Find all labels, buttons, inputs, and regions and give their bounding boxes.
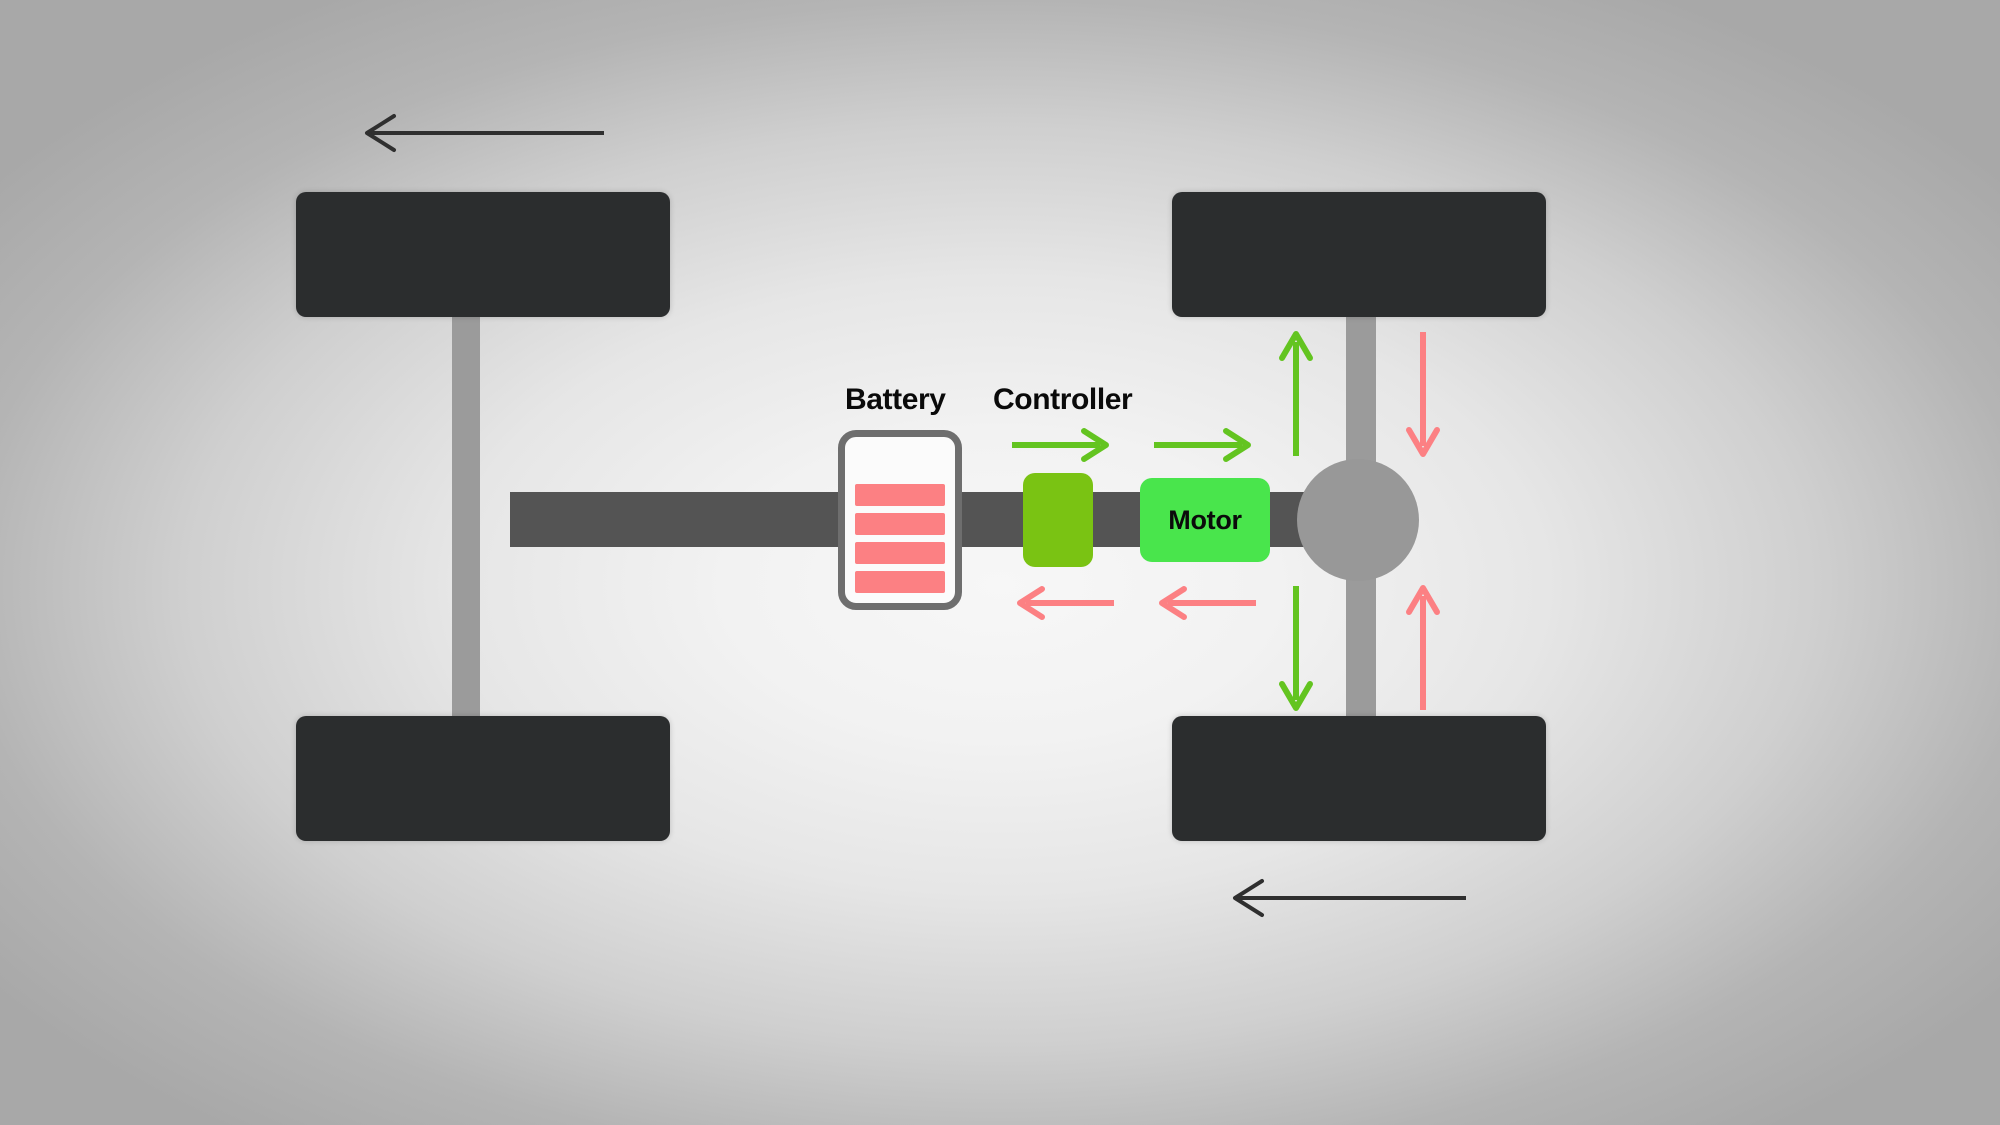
differential-gear (1297, 459, 1419, 581)
red-arrow-axle-down (1406, 332, 1440, 457)
direction-arrow-top-left (365, 114, 604, 152)
battery-cell (855, 513, 945, 535)
red-arrow-controller-to-battery (1017, 586, 1114, 620)
rear-right-wheel (1172, 716, 1546, 841)
controller-caption: Controller (993, 383, 1133, 416)
battery-cell (855, 571, 945, 593)
front-left-wheel (296, 192, 670, 317)
green-arrow-axle-down (1279, 586, 1313, 711)
green-arrow-battery-to-controller (1012, 428, 1109, 462)
controller-block (1023, 473, 1093, 567)
red-arrow-motor-to-controller (1159, 586, 1256, 620)
red-arrow-axle-up (1406, 585, 1440, 710)
battery-pack (838, 430, 962, 610)
motor-block: Motor (1140, 478, 1270, 562)
rear-left-wheel (1172, 192, 1546, 317)
battery-caption: Battery (845, 383, 946, 416)
battery-cell (855, 484, 945, 506)
green-arrow-axle-up (1279, 331, 1313, 456)
battery-cell (855, 542, 945, 564)
front-right-wheel (296, 716, 670, 841)
direction-arrow-bottom-right (1233, 879, 1466, 917)
motor-label: Motor (1168, 504, 1242, 535)
green-arrow-controller-to-motor (1154, 428, 1251, 462)
